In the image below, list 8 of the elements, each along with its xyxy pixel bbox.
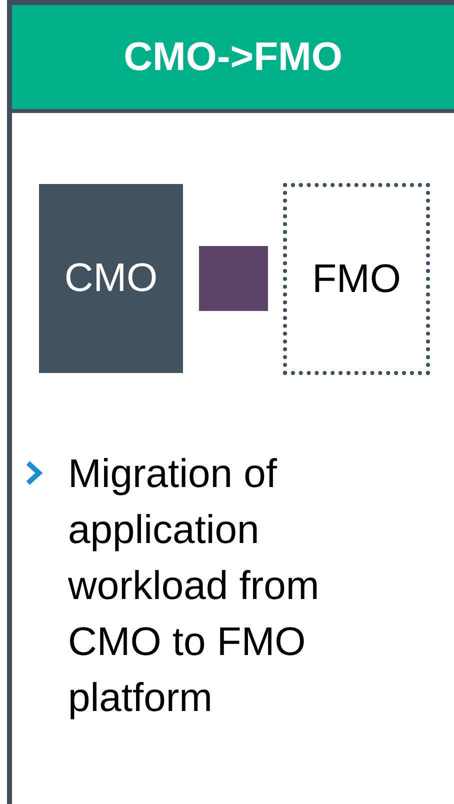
dashed-box: [283, 183, 430, 375]
process-box: [39, 184, 183, 373]
header-title: CMO->FMO: [124, 34, 342, 80]
bullet-text: Migration of application workload from CMO to FMO platform: [68, 451, 320, 722]
box-label: CMO: [64, 256, 158, 301]
header-band: [12, 5, 454, 113]
square-block: [199, 246, 268, 311]
box-label: FMO: [312, 256, 401, 302]
